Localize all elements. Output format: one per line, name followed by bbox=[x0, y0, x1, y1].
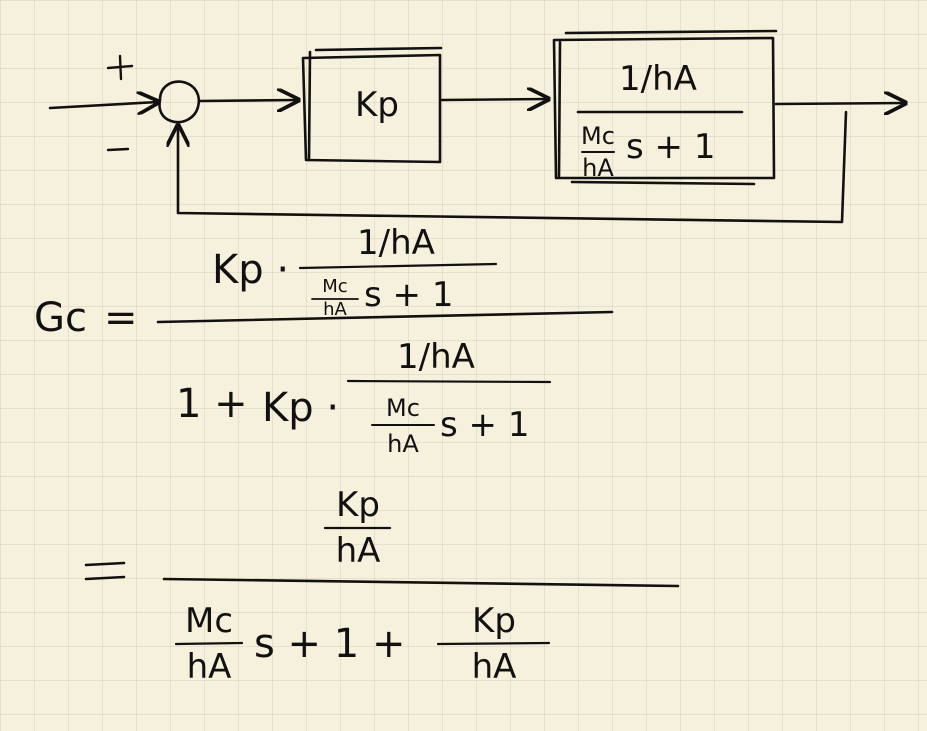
num-inner-top: Mc bbox=[322, 276, 348, 297]
output-arrow bbox=[774, 103, 905, 104]
plant-denominator-rest: s + 1 bbox=[626, 127, 716, 167]
feedback-path bbox=[178, 110, 848, 224]
sum-to-controller-arrow bbox=[197, 100, 298, 101]
plant-block bbox=[552, 36, 776, 180]
den-gain: Kp · bbox=[262, 385, 340, 431]
controller-block-label: Kp bbox=[355, 85, 399, 125]
gc-lhs: Gc bbox=[34, 295, 87, 341]
den-prefix: 1 + bbox=[176, 381, 248, 427]
den-inner-top: Mc bbox=[386, 394, 420, 422]
plant-numerator: 1/hA bbox=[619, 59, 697, 99]
den-frac-top: 1/hA bbox=[397, 337, 475, 377]
simplified-num-bot: hA bbox=[335, 531, 381, 571]
input-arrow bbox=[48, 102, 158, 108]
num-inner-bot: hA bbox=[323, 299, 347, 320]
simplified-den-t2-top: Kp bbox=[472, 601, 516, 641]
simplified-den-t2-bot: hA bbox=[471, 647, 517, 687]
simplified-num-top: Kp bbox=[336, 485, 380, 525]
plant-coeff-numerator: Mc bbox=[581, 122, 615, 150]
simplified-den-mid: s + 1 + bbox=[254, 621, 406, 667]
num-frac-top: 1/hA bbox=[357, 223, 435, 263]
gc-main-fraction-bar bbox=[156, 310, 614, 324]
gc-equals: = bbox=[104, 295, 138, 341]
num-gain: Kp · bbox=[212, 247, 290, 293]
controller-to-plant-arrow bbox=[440, 99, 548, 100]
plant-coeff-denominator: hA bbox=[582, 154, 614, 182]
controller-block bbox=[301, 53, 442, 164]
den-inner-bot: hA bbox=[387, 430, 419, 458]
simplified-fraction-bar bbox=[162, 577, 680, 588]
simplified-den-t1-top: Mc bbox=[184, 601, 234, 641]
summing-junction-circle bbox=[158, 80, 201, 124]
num-inner-rest: s + 1 bbox=[364, 275, 454, 315]
den-inner-rest: s + 1 bbox=[440, 405, 530, 445]
simplified-den-t1-bot: hA bbox=[186, 647, 232, 687]
